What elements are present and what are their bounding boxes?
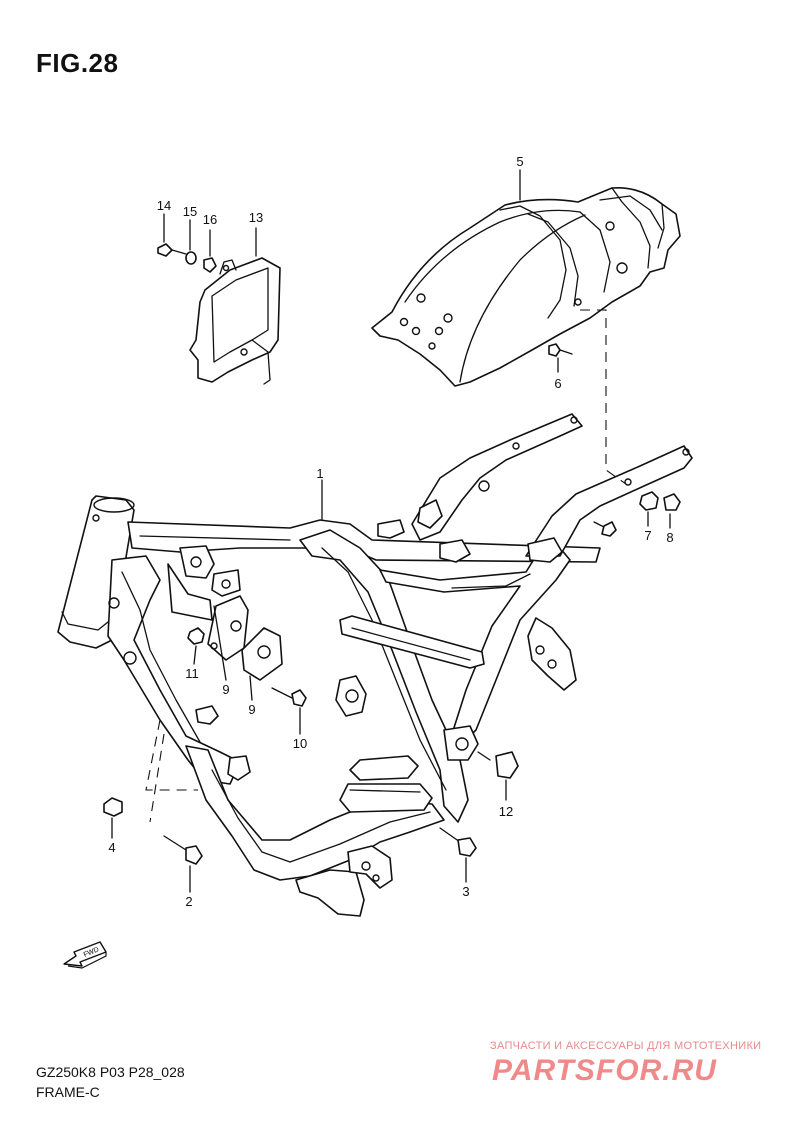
callout-15: 15 [183, 204, 197, 219]
washer-15 [185, 251, 197, 265]
assembly-line-lower-left [145, 719, 198, 791]
callout-2: 2 [185, 894, 192, 909]
rear-stud [593, 521, 617, 537]
engine-plate-lower [241, 627, 283, 681]
callout-10: 10 [293, 736, 307, 751]
assembly-line-fender [580, 309, 627, 485]
callout-4: 4 [108, 840, 115, 855]
collar-7 [639, 491, 659, 511]
callout-7: 7 [644, 528, 651, 543]
callout-13: 13 [249, 210, 263, 225]
callout-6: 6 [554, 376, 561, 391]
watermark-logo: PARTSFOR.RU [492, 1054, 717, 1087]
main-frame [57, 413, 693, 917]
diagram-name: FRAME-C [36, 1084, 100, 1100]
leader-9a [213, 605, 227, 681]
bolt-2 [163, 835, 203, 865]
leader-11 [193, 645, 197, 665]
cushion-8 [663, 493, 681, 511]
bolt-10 [271, 687, 307, 707]
nut-4 [103, 797, 123, 817]
bolt-3 [439, 827, 477, 857]
engine-plate-upper [207, 595, 249, 661]
diagram-code: GZ250K8 P03 P28_028 [36, 1064, 185, 1080]
cap-12 [477, 751, 519, 779]
bolt-14 [157, 243, 187, 257]
watermark-tagline: ЗАПЧАСТИ И АКСЕССУАРЫ ДЛЯ МОТОТЕХНИКИ [490, 1040, 762, 1052]
callout-5: 5 [516, 154, 523, 169]
rear-fender [371, 187, 681, 387]
nut-11 [187, 627, 205, 645]
callout-14: 14 [157, 198, 171, 213]
callout-12: 12 [499, 804, 513, 819]
ecu-bracket [189, 257, 281, 385]
callout-11: 11 [185, 666, 199, 681]
callout-9b: 9 [248, 702, 255, 717]
callout-8: 8 [666, 530, 673, 545]
bolt-6 [548, 343, 573, 357]
leader-9b [249, 675, 253, 701]
figure-title: FIG.28 [36, 48, 119, 78]
callout-16: 16 [203, 212, 217, 227]
collar-16 [203, 257, 217, 273]
callout-1: 1 [316, 466, 323, 481]
assembly-line-left [149, 733, 165, 823]
callout-9a: 9 [222, 682, 229, 697]
callout-3: 3 [462, 884, 469, 899]
fwd-arrow-icon: FWD [63, 941, 107, 969]
